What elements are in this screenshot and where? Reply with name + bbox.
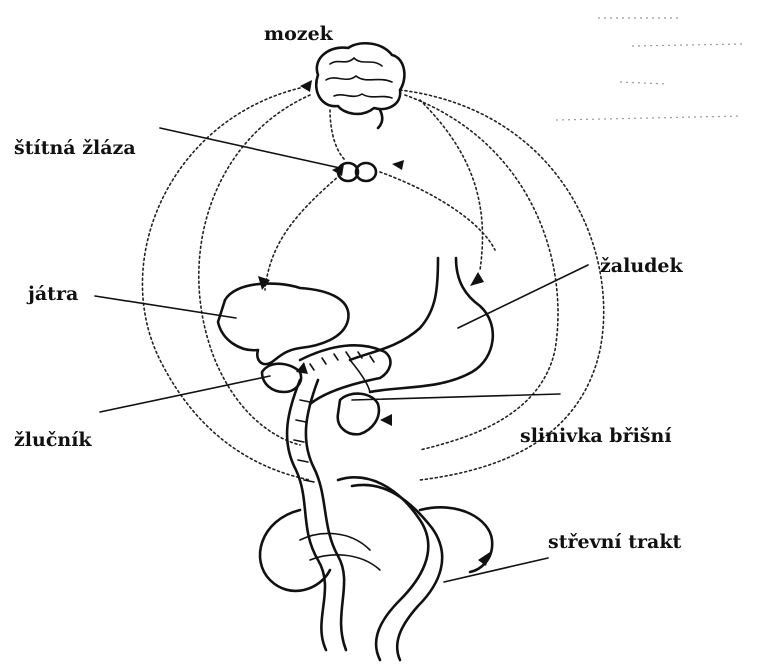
arrow-into-brain [300,80,312,92]
arrow-into-thyroid-right [392,160,404,170]
brain-to-stomach-path [420,100,483,270]
label-thyroid: štítná žláza [14,137,136,159]
leader-thyroid [160,128,340,168]
label-gallbladder: žlučník [14,429,92,451]
label-brain: mozek [264,23,334,45]
brain-to-thyroid-path [330,110,345,160]
leader-pancreas [352,394,560,400]
leader-liver [95,296,236,318]
gallbladder-shape [262,364,301,392]
label-pancreas: slinivka břišní [520,425,672,447]
arrow-into-stomach [470,272,484,286]
liver-shape [218,284,348,365]
inner-pathway-loop-left [199,95,310,445]
pathway-arrows [258,80,490,566]
scan-artifacts [556,18,742,120]
label-liver: játra [26,283,78,305]
pathway-loops [142,88,603,480]
label-intestine: střevní trakt [548,531,682,553]
label-stomach: žaludek [600,255,684,277]
outer-pathway-loop-right [400,90,604,480]
thyroid-to-liver-path [265,175,340,290]
leader-lines [95,128,588,582]
arrow-into-gallbladder [296,362,308,374]
thyroid-to-stomach-path [380,172,495,250]
arrow-into-pancreas [380,414,392,426]
leader-intestine [444,558,548,582]
stomach-shape [350,258,493,392]
leader-gallbladder [100,376,270,412]
